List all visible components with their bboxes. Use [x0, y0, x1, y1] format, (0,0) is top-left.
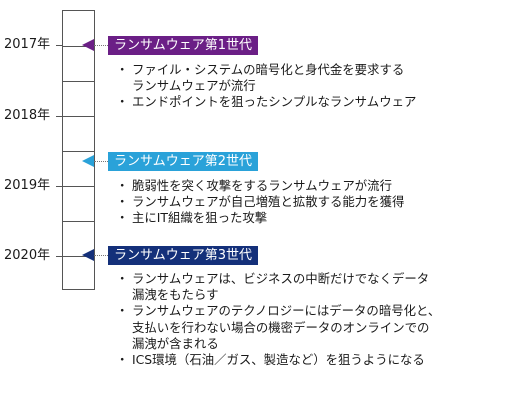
list-item-line: 主にIT組織を狙った攻撃 [132, 210, 268, 226]
gen1-label: ランサムウェア第1世代 [108, 36, 259, 55]
year-tick [56, 116, 63, 117]
list-item-line: 脆弱性を突く攻撃をするランサムウェアが流行 [132, 178, 392, 193]
timeline-tick [63, 256, 94, 257]
gen1-pointer-arrow-icon [82, 39, 94, 51]
timeline-tick [63, 221, 94, 222]
list-item-line: 支払いを行わない場合の機密データのオンラインでの [132, 319, 430, 335]
list-item: 脆弱性を突く攻撃をするランサムウェアが流行 [116, 178, 404, 194]
gen2-label: ランサムウェア第2世代 [108, 152, 259, 171]
gen2-pointer-arrow-icon [82, 155, 94, 167]
year-label-2017: 2017年 [4, 37, 51, 52]
gen1-bullet-list: ファイル・システムの暗号化と身代金を要求する ランサムウェアが流行 エンドポイン… [116, 62, 417, 111]
list-item-line: ランサムウェアは、ビジネスの中断だけでなくデータ [132, 271, 430, 286]
year-label-2018: 2018年 [4, 108, 51, 123]
timeline-tick [63, 151, 94, 152]
year-label-2019: 2019年 [4, 178, 51, 193]
list-item-line: エンドポイントを狙ったシンプルなランサムウェア [132, 94, 417, 110]
gen1-dotted-connector [94, 45, 108, 46]
list-item: ランサムウェアのテクノロジーにはデータの暗号化と、 支払いを行わない場合の機密デ… [116, 303, 441, 352]
timeline-tick [63, 116, 94, 117]
year-label-2020: 2020年 [4, 248, 51, 263]
list-item: ランサムウェアは、ビジネスの中断だけでなくデータ 漏洩をもたらす [116, 271, 440, 303]
timeline-tick [63, 81, 94, 82]
list-item: ICS環境（石油／ガス、製造など）を狙うようになる [116, 352, 440, 368]
list-item: エンドポイントを狙ったシンプルなランサムウェア [116, 94, 417, 110]
list-item: ファイル・システムの暗号化と身代金を要求する ランサムウェアが流行 [116, 62, 416, 94]
gen3-bullet-list: ランサムウェアは、ビジネスの中断だけでなくデータ 漏洩をもたらす ランサムウェア… [116, 271, 441, 368]
list-item-line: ランサムウェアのテクノロジーにはデータの暗号化と、 [132, 303, 441, 319]
timeline-bar [62, 10, 95, 290]
list-item: 主にIT組織を狙った攻撃 [116, 210, 404, 226]
gen2-bullet-list: 脆弱性を突く攻撃をするランサムウェアが流行 ランサムウェアが自己増殖と拡散する能… [116, 178, 405, 227]
gen3-pointer-arrow-icon [82, 249, 94, 261]
list-item-line: ファイル・システムの暗号化と身代金を要求する [132, 62, 405, 77]
year-tick [56, 45, 63, 46]
list-item: ランサムウェアが自己増殖と拡散する能力を獲得 [116, 194, 405, 210]
gen2-dotted-connector [94, 161, 108, 162]
list-item-line: 漏洩が含まれる [132, 335, 219, 351]
gen3-dotted-connector [94, 255, 108, 256]
list-item-line: ICS環境（石油／ガス、製造など）を狙うようになる [132, 352, 425, 368]
list-item-line: ランサムウェアが流行 [132, 78, 256, 94]
timeline-tick [63, 186, 94, 187]
year-tick [56, 256, 63, 257]
gen3-label: ランサムウェア第3世代 [108, 246, 259, 265]
year-tick [56, 186, 63, 187]
list-item-line: ランサムウェアが自己増殖と拡散する能力を獲得 [132, 194, 405, 210]
timeline-tick [63, 46, 94, 47]
list-item-line: 漏洩をもたらす [132, 287, 219, 303]
